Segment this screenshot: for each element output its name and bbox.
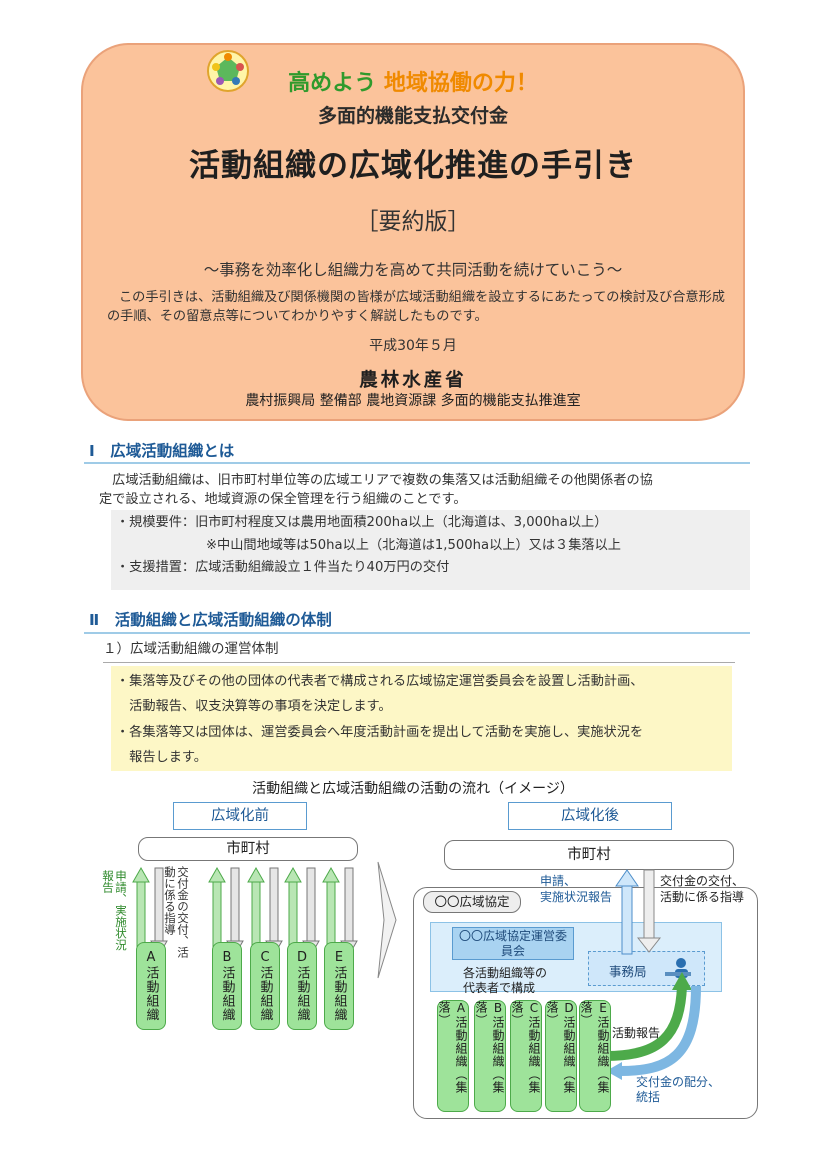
city-box-before: 市町村 — [138, 837, 358, 861]
slogan: 高めよう 地域協働の力！ — [83, 65, 743, 97]
edition-label: ［要約版］ — [355, 209, 471, 235]
after-report-label-2: 実施状況報告 — [540, 890, 613, 904]
after-org-d: D活動組織（集落） — [545, 1000, 577, 1112]
activity-report-label: 活動報告 — [612, 1026, 661, 1040]
before-org-a: A活動組織 — [136, 942, 166, 1030]
operation-bullet-1b: 活動報告、収支決算等の事項を決定します。 — [116, 699, 392, 714]
operation-bullets-box: ・集落等及びその他の団体の代表者で構成される広域協定運営委員会を設置し活動計画、… — [111, 666, 732, 771]
before-org-e: E活動組織 — [324, 942, 354, 1030]
tagline: ～事務を効率化し組織力を高めて共同活動を続けていこう～ — [203, 261, 623, 279]
operation-bullet-2b: 報告します。 — [116, 750, 207, 765]
scale-requirement-note: ※中山間地域等は50ha以上（北海道は1,500ha以上）又は３集落以上 — [206, 538, 621, 553]
agreement-label: 〇〇広域協定 — [423, 891, 521, 913]
after-label: 広域化後 — [508, 802, 672, 830]
support-measure: ・支援措置：広域活動組織設立１件当たり40万円の交付 — [116, 560, 450, 575]
subheading-divider — [103, 662, 735, 663]
slogan-part1: 高めよう — [288, 71, 377, 96]
slogan-part2: 地域協働の力！ — [383, 71, 538, 96]
section1-body-line1: 広域活動組織は、旧市町村単位等の広域エリアで複数の集落又は活動組織その他関係者の… — [99, 473, 653, 488]
section1-divider — [84, 462, 750, 464]
committee-box: 〇〇広域協定運営委員会 — [452, 927, 574, 960]
section2-subheading: １）広域活動組織の運営体制 — [103, 641, 279, 657]
operation-bullet-2a: ・各集落等又は団体は、運営委員会へ年度活動計画を提出して活動を実施し、実施状況を — [116, 725, 644, 740]
section1-body-line2: 定で設立される、地域資源の保全管理を行う組織のことです。 — [99, 492, 467, 507]
section2-divider — [84, 632, 750, 634]
office-label: 事務局 — [609, 964, 647, 979]
distribution-label-1: 交付金の配分、 — [636, 1075, 721, 1089]
after-report-label-1: 申請、 — [540, 874, 577, 888]
publication-date: 平成30年５月 — [369, 338, 457, 354]
document-title: 活動組織の広域化推進の手引き — [189, 148, 637, 184]
after-org-b: B活動組織（集落） — [474, 1000, 506, 1112]
scale-requirement: ・規模要件：旧市町村程度又は農用地面積200ha以上（北海道は、3,000ha以… — [116, 515, 608, 530]
operation-bullet-1a: ・集落等及びその他の団体の代表者で構成される広域協定運営委員会を設置し活動計画、 — [116, 674, 644, 689]
before-org-b: B活動組織 — [212, 942, 242, 1030]
committee-note-1: 各活動組織等の — [463, 966, 548, 980]
after-grant-label-1: 交付金の交付、 — [660, 874, 745, 888]
ministry-name: 農林水産省 — [359, 370, 467, 391]
committee-note-2: 代表者で構成 — [463, 981, 536, 995]
diagram-caption: 活動組織と広域活動組織の活動の流れ（イメージ） — [252, 781, 574, 797]
before-report-label: 申請、実施状況報告 — [101, 870, 128, 951]
transition-arrow-icon — [377, 861, 397, 979]
after-org-a: A活動組織（集落） — [437, 1000, 469, 1112]
before-org-c: C活動組織 — [250, 942, 280, 1030]
before-arrows — [132, 866, 358, 957]
logo-icon — [207, 50, 249, 92]
title-panel: 高めよう 地域協働の力！ 多面的機能支払交付金 活動組織の広域化推進の手引き ［… — [81, 43, 745, 421]
before-org-d: D活動組織 — [287, 942, 317, 1030]
city-box-after: 市町村 — [444, 840, 734, 870]
department-name: 農村振興局 整備部 農地資源課 多面的機能支払推進室 — [245, 393, 581, 409]
after-grant-label-2: 活動に係る指導 — [660, 890, 745, 904]
section2-heading: Ⅱ 活動組織と広域活動組織の体制 — [89, 611, 332, 629]
before-grant-label: 交付金の交付、活動に係る指導 — [163, 866, 190, 958]
after-arrows — [605, 869, 701, 1080]
section1-heading: Ⅰ 広域活動組織とは — [89, 442, 235, 460]
program-name: 多面的機能支払交付金 — [317, 105, 508, 127]
intro-paragraph: この手引きは、活動組織及び関係機関の皆様が広域活動組織を設立するにあたっての検討… — [107, 290, 725, 324]
after-org-e: E活動組織（集落） — [579, 1000, 611, 1112]
office-box: 事務局 — [588, 951, 705, 986]
after-org-c: C活動組織（集落） — [510, 1000, 542, 1112]
before-label: 広域化前 — [173, 802, 307, 830]
section1-requirements-box: ・規模要件：旧市町村程度又は農用地面積200ha以上（北海道は、3,000ha以… — [111, 510, 750, 590]
distribution-label-2: 統括 — [636, 1090, 661, 1104]
